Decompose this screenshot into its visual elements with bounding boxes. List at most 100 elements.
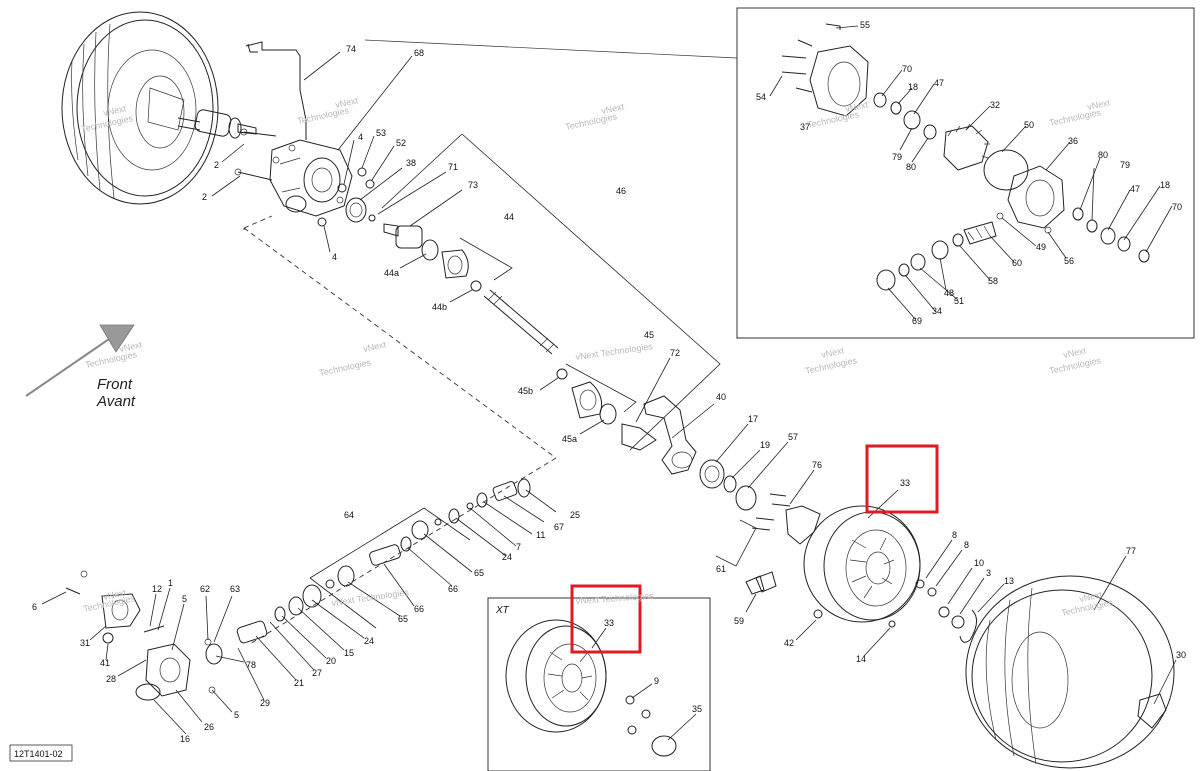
callout-33-xt: 33: [604, 618, 614, 628]
callout-20: 20: [326, 656, 336, 666]
callout-49: 49: [1036, 242, 1046, 252]
callout-6: 6: [32, 602, 37, 612]
svg-text:Technologies: Technologies: [804, 355, 858, 376]
rear-cv-joint: [556, 368, 657, 451]
callout-18a: 18: [908, 82, 918, 92]
callout-42: 42: [784, 638, 794, 648]
differential-inset-frame: [736, 7, 1195, 339]
front-tire-assembly: [61, 11, 219, 205]
callout-55: 55: [860, 20, 870, 30]
callout-48: 48: [944, 288, 954, 298]
callout-8b: 8: [964, 540, 969, 550]
front-cv-joint: [383, 223, 482, 292]
svg-text:vNext Technologies: vNext Technologies: [575, 591, 654, 606]
svg-text:vNext: vNext: [362, 339, 387, 354]
callout-41: 41: [100, 658, 110, 668]
callout-59: 59: [734, 616, 744, 626]
svg-text:vNext Technologies: vNext Technologies: [575, 341, 654, 362]
callout-76: 76: [812, 460, 822, 470]
svg-text:Technologies: Technologies: [84, 349, 138, 370]
svg-text:vNext Technologies: vNext Technologies: [331, 587, 410, 608]
svg-text:vNext: vNext: [102, 587, 127, 602]
assembly-dashed-outline: [243, 215, 557, 645]
svg-text:Technologies: Technologies: [1048, 355, 1102, 376]
callout-18b: 18: [1160, 180, 1170, 190]
callout-17: 17: [748, 414, 758, 424]
callout-24b: 24: [364, 636, 374, 646]
callout-53: 53: [376, 128, 386, 138]
callout-80b: 80: [1098, 150, 1108, 160]
callout-63: 63: [230, 584, 240, 594]
callout-35: 35: [692, 704, 702, 714]
front-direction-arrow-icon: [25, 324, 135, 397]
callout-56: 56: [1064, 256, 1074, 266]
callout-38: 38: [406, 158, 416, 168]
callout-66a: 66: [448, 584, 458, 594]
vent-hose: [245, 41, 307, 140]
callout-1: 1: [168, 578, 173, 588]
callout-65b: 65: [398, 614, 408, 624]
svg-text:vNext: vNext: [600, 101, 625, 116]
svg-text:vNext: vNext: [1062, 345, 1087, 360]
callout-34: 34: [932, 306, 942, 316]
callout-15: 15: [344, 648, 354, 658]
callout-69: 69: [912, 316, 922, 326]
svg-text:vNext: vNext: [820, 345, 845, 360]
highlight-box-wheel-33: [865, 444, 939, 514]
callout-2a: 2: [214, 160, 219, 170]
callout-4b: 4: [332, 252, 337, 262]
steering-knuckle: [643, 395, 697, 475]
callout-65a: 65: [474, 568, 484, 578]
callout-45: 45: [644, 330, 654, 340]
svg-text:Technologies: Technologies: [1048, 107, 1102, 128]
xt-inset-frame: [487, 597, 711, 771]
diagram-ref-box: [9, 744, 73, 762]
svg-text:Technologies: Technologies: [318, 357, 372, 378]
callout-4a: 4: [358, 132, 363, 142]
callout-71: 71: [448, 162, 458, 172]
callout-67: 67: [554, 522, 564, 532]
svg-text:Technologies: Technologies: [296, 105, 350, 126]
half-shaft: [483, 289, 559, 355]
rear-tire: [965, 575, 1175, 769]
callout-72: 72: [670, 348, 680, 358]
callout-33-main: 33: [900, 478, 910, 488]
callout-14: 14: [856, 654, 866, 664]
callout-61: 61: [716, 564, 726, 574]
left-caliper-group: [65, 570, 216, 701]
diagram-ref-label: 12T1401-02: [14, 749, 63, 759]
callout-47b: 47: [1130, 184, 1140, 194]
callout-77: 77: [1126, 546, 1136, 556]
svg-text:vNext: vNext: [844, 99, 869, 114]
gearbox-bolts: [234, 128, 277, 181]
lower-drive-chain: [205, 478, 531, 665]
xt-wheel-rim: [505, 619, 607, 733]
callout-28: 28: [106, 674, 116, 684]
callout-46: 46: [616, 186, 626, 196]
callout-54: 54: [756, 92, 766, 102]
callout-13: 13: [1004, 576, 1014, 586]
xt-inset-label: XT: [495, 605, 510, 616]
callout-27: 27: [312, 668, 322, 678]
front-gearbox-housing: [269, 139, 353, 217]
svg-text:vNext: vNext: [1086, 97, 1111, 112]
callout-52: 52: [396, 138, 406, 148]
callout-numbers: 74 68 2 2 4 53 52 4 38 71 73 44 44a 44b …: [32, 20, 1186, 744]
callout-25: 25: [570, 510, 580, 520]
front-label: Front: [97, 376, 133, 393]
callout-2b: 2: [202, 192, 207, 202]
callout-57: 57: [788, 432, 798, 442]
callout-7: 7: [516, 542, 521, 552]
callout-70b: 70: [1172, 202, 1182, 212]
callout-78: 78: [246, 660, 256, 670]
callout-30: 30: [1176, 650, 1186, 660]
wheel-hub: [785, 505, 821, 545]
callout-40: 40: [716, 392, 726, 402]
callout-73: 73: [468, 180, 478, 190]
callout-8a: 8: [952, 530, 957, 540]
callout-45b: 45b: [518, 386, 533, 396]
callout-66b: 66: [414, 604, 424, 614]
callout-31: 31: [80, 638, 90, 648]
callout-44a: 44a: [384, 268, 399, 278]
